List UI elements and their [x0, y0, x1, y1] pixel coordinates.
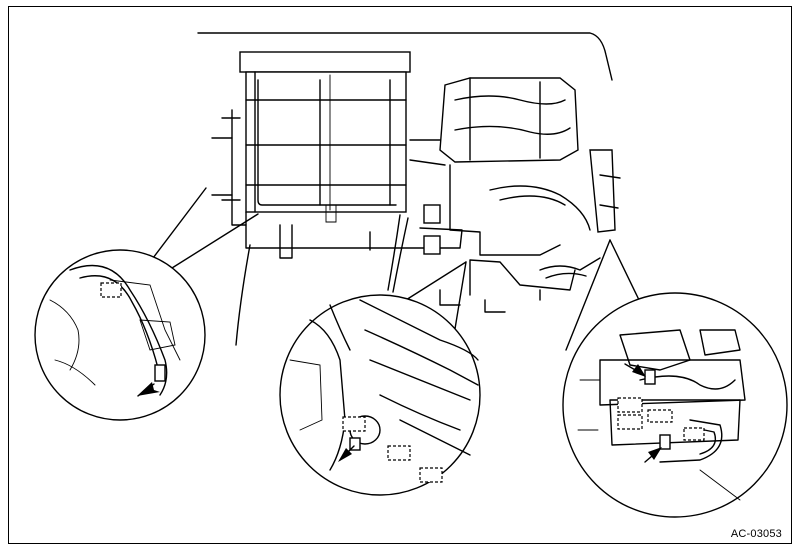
connector-symbol	[387, 445, 411, 461]
pointer-arrow	[632, 364, 646, 377]
pointer-arrow	[338, 448, 352, 462]
figure-frame	[8, 6, 792, 544]
connector-symbol	[419, 467, 443, 483]
connector-symbol	[617, 414, 643, 430]
main-unit-drawing	[197, 32, 621, 346]
connector-symbol	[342, 416, 366, 432]
connector-symbol	[617, 397, 643, 413]
figure-reference-code: AC-03053	[730, 528, 782, 540]
connector-symbol	[100, 282, 122, 298]
connector-symbol	[683, 427, 705, 441]
callout-left	[34, 249, 206, 421]
pointer-arrow	[648, 447, 662, 460]
callout-center	[279, 294, 481, 496]
callout-right	[562, 292, 788, 518]
connector-symbol	[647, 409, 673, 423]
